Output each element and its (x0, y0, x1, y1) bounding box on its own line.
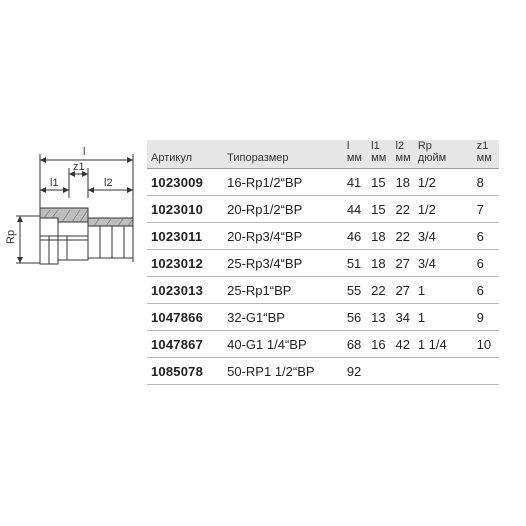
cell-article: 1047867 (147, 330, 228, 358)
cell-article: 1023012 (147, 249, 228, 277)
cell-l1: 18 (371, 222, 396, 250)
cell-rp (417, 357, 477, 385)
cell-l: 68 (346, 330, 372, 358)
cell-l: 92 (346, 357, 372, 385)
cell-article: 1085078 (147, 357, 228, 385)
cell-z1: 6 (476, 222, 499, 250)
cell-z1: 6 (476, 276, 499, 304)
label-rp: Rp (5, 230, 17, 244)
cell-l: 56 (346, 303, 372, 331)
cell-l: 46 (346, 222, 372, 250)
cell-size: 16-Rp1/2“ВР (227, 168, 347, 196)
cell-l2: 22 (395, 195, 418, 223)
cell-l: 51 (346, 249, 372, 277)
cell-l2: 18 (395, 168, 418, 196)
label-z1: z1 (73, 161, 85, 173)
cell-z1 (476, 357, 499, 385)
cell-article: 1023011 (147, 222, 228, 250)
cell-l2: 27 (395, 249, 418, 277)
cell-article: 1023010 (147, 195, 228, 223)
cell-l2: 27 (395, 276, 418, 304)
cell-rp: 3/4 (417, 249, 477, 277)
table-row: 1023011 20-Rp3/4“ВР 46 18 22 3/4 6 (147, 222, 499, 250)
table-row: 1023009 16-Rp1/2“ВР 41 15 18 1/2 8 (147, 168, 499, 196)
header-size: Типоразмер (227, 152, 289, 164)
cell-l: 55 (346, 276, 372, 304)
label-l2: l2 (104, 177, 113, 189)
cell-rp: 1 (417, 303, 477, 331)
table-row: 1047867 40-G1 1/4“ВР 68 16 42 1 1/4 10 (147, 330, 499, 358)
table-row: 1085078 50-RP1 1/2“ВР 92 (147, 357, 499, 385)
table-row: 1023012 25-Rp3/4“ВР 51 18 27 3/4 6 (147, 249, 499, 277)
cell-article: 1023009 (147, 168, 228, 196)
cell-rp: 1/2 (417, 195, 477, 223)
cell-z1: 9 (476, 303, 499, 331)
cell-l1: 13 (371, 303, 396, 331)
cell-l2: 42 (395, 330, 418, 358)
fitting-drawing: l z1 l1 l2 Rp (5, 146, 134, 265)
table-row: 1047866 32-G1“ВР 56 13 34 1 9 (147, 303, 499, 331)
cell-size: 20-Rp1/2“ВР (227, 195, 347, 223)
label-l1: l1 (50, 177, 59, 189)
cell-l2: 22 (395, 222, 418, 250)
cell-l2 (395, 357, 418, 385)
header-article: Артикул (151, 152, 193, 164)
cell-size: 40-G1 1/4“ВР (227, 330, 347, 358)
cell-size: 25-Rp1“ВР (227, 276, 347, 304)
cell-article: 1023013 (147, 276, 228, 304)
cell-z1: 8 (476, 168, 499, 196)
cell-z1: 6 (476, 249, 499, 277)
cell-l1: 18 (371, 249, 396, 277)
cell-l2: 34 (395, 303, 418, 331)
cell-rp: 1 (417, 276, 477, 304)
table-row: 1023010 20-Rp1/2“ВР 44 15 22 1/2 7 (147, 195, 499, 223)
cell-size: 50-RP1 1/2“ВР (227, 357, 347, 385)
cell-article: 1047866 (147, 303, 228, 331)
cell-size: 25-Rp3/4“ВР (227, 249, 347, 277)
cell-l1: 22 (371, 276, 396, 304)
cell-rp: 1 1/4 (417, 330, 477, 358)
cell-size: 20-Rp3/4“ВР (227, 222, 347, 250)
label-l: l (83, 146, 85, 158)
table-row: 1023013 25-Rp1“ВР 55 22 27 1 6 (147, 276, 499, 304)
cell-l: 44 (346, 195, 372, 223)
cell-rp: 3/4 (417, 222, 477, 250)
cell-l1: 16 (371, 330, 396, 358)
cell-l: 41 (346, 168, 372, 196)
cell-rp: 1/2 (417, 168, 477, 196)
cell-size: 32-G1“ВР (227, 303, 347, 331)
cell-l1: 15 (371, 168, 396, 196)
cell-l1: 15 (371, 195, 396, 223)
cell-z1: 10 (476, 330, 499, 358)
cell-l1 (371, 357, 396, 385)
cell-z1: 7 (476, 195, 499, 223)
